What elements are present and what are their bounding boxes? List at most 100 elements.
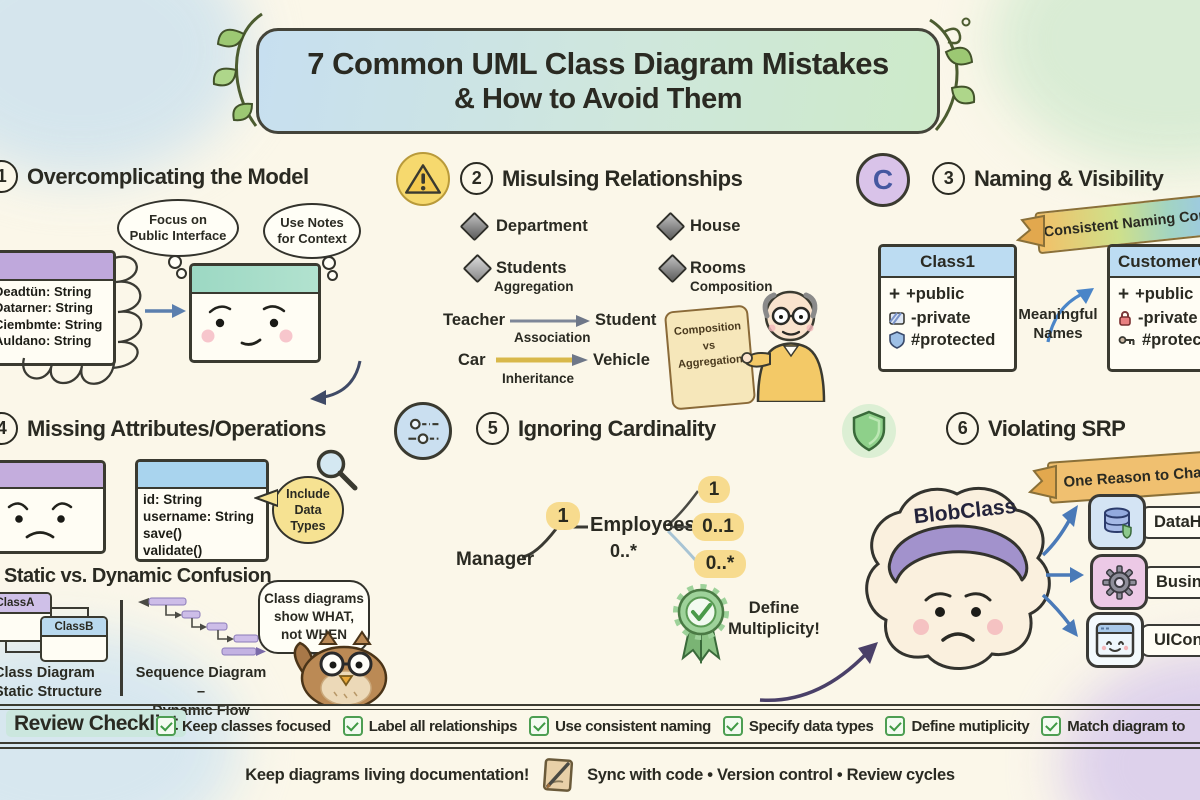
section6-heading: 6 Violating SRP <box>946 412 1126 445</box>
complete-class-attributes: id: String username: String save() valid… <box>143 492 255 558</box>
section3-number: 3 <box>932 162 965 195</box>
shield-icon <box>889 331 905 349</box>
blob-class-character <box>865 486 1051 670</box>
scribble-decoration <box>22 357 116 385</box>
association-arrow-icon <box>510 315 590 327</box>
association-from: Teacher <box>443 311 506 329</box>
clean-class-header <box>192 266 318 294</box>
thought-dot <box>322 256 336 270</box>
database-icon <box>1104 507 1132 539</box>
sequence-diagram-caption: Sequence Diagram – Dynamic Flow <box>135 665 267 719</box>
section2-heading: 2 Misulsing Relationships <box>460 162 743 195</box>
inheritance-from: Car <box>458 351 486 369</box>
mini-classB-box: ClassB <box>40 616 108 662</box>
checklist-item: Keep classes focused <box>156 716 331 736</box>
refactor-arrow-icon <box>145 304 186 318</box>
checkbox-icon <box>1041 716 1062 736</box>
plus-icon: + <box>1118 283 1130 305</box>
option-pill-1: 1 <box>698 476 730 503</box>
messy-class-box: Deadtün: String Datarner: String Ciembmt… <box>0 250 116 366</box>
manager-class: Manager <box>456 549 535 570</box>
association-label: Association <box>514 330 591 345</box>
sad-face-icon <box>7 502 73 539</box>
composition-diamond-icon <box>655 211 686 242</box>
shield-badge <box>842 404 896 458</box>
thought-dot <box>168 255 182 269</box>
inheritance-arrow-icon <box>496 354 588 366</box>
thought-bubble-use-notes: Use Notes for Context <box>263 203 361 259</box>
checklist-rule-top-inner <box>0 708 1200 711</box>
ui-window-icon <box>1095 622 1135 658</box>
target-label-datahandler: DataHan <box>1140 506 1200 539</box>
title-line-2: & How to Avoid Them <box>453 83 743 116</box>
split-arrows <box>1041 505 1084 637</box>
checklist-item: Specify data types <box>722 716 874 736</box>
employees-class: Employees <box>590 514 696 536</box>
checkbox-icon <box>156 716 176 736</box>
owl-character <box>293 630 388 706</box>
scribble-decoration <box>111 255 143 370</box>
gear-icon <box>1101 564 1137 600</box>
checkbox-icon <box>885 716 906 736</box>
checklist-rule-bottom-outer <box>0 746 1200 749</box>
footer-left-text: Keep diagrams living documentation! <box>245 765 530 784</box>
empty-class-header <box>0 463 103 489</box>
section4-title: Missing Attributes/Operations <box>27 415 326 441</box>
define-multiplicity-label: Define Multiplicity! <box>728 599 820 639</box>
below-multiplicity: 0..* <box>610 541 638 561</box>
checklist-rule-bottom-inner <box>0 742 1200 744</box>
happy-face-icon <box>201 305 293 346</box>
complete-class-box: id: String username: String save() valid… <box>135 459 269 562</box>
bad-naming-class-box: Class1 ++public -private #protected <box>878 244 1017 372</box>
key-icon <box>1118 336 1135 345</box>
class-diagram-caption: Class Diagram Static Structure <box>0 665 102 700</box>
bad-class-header: Class1 <box>881 247 1014 278</box>
checklist-item: Match diagram to <box>1041 716 1185 736</box>
footer: Keep diagrams living documentation! Sync… <box>0 756 1200 794</box>
composition-label: Composition <box>690 279 773 294</box>
checkbox-icon <box>529 716 550 736</box>
complete-class-header <box>138 462 266 489</box>
section4-number: 4 <box>0 412 18 445</box>
sequence-diagram-sketch <box>138 597 266 656</box>
class-letter-badge: C <box>856 153 910 207</box>
checklist-items: Keep classes focused Label all relations… <box>156 712 1185 736</box>
section5-title: Ignoring Cardinality <box>518 415 716 441</box>
inheritance-to: Vehicle <box>593 351 650 369</box>
section3-heading: 3 Naming & Visibility <box>932 162 1164 195</box>
messy-class-header <box>0 253 113 281</box>
meaningful-names-arrow <box>1046 288 1094 343</box>
checkbox-icon <box>342 716 363 736</box>
sliders-icon <box>408 418 439 445</box>
section4-heading: 4 Missing Attributes/Operations <box>0 412 326 445</box>
gear-icon-box <box>1090 554 1148 610</box>
checklist-item: Define mutiplicity <box>885 716 1030 736</box>
ribbon-fold-icon <box>1016 214 1045 248</box>
section7-divider <box>120 600 123 696</box>
teacher-character <box>741 290 826 402</box>
vine-right-icon <box>929 17 976 131</box>
option-pill-3: 0..* <box>694 550 746 578</box>
empty-class-box <box>0 460 106 554</box>
plus-icon: + <box>889 283 901 305</box>
section6-title: Violating SRP <box>988 415 1126 441</box>
c-letter-icon: C <box>872 164 894 195</box>
section5-heading: 5 Ignoring Cardinality <box>476 412 716 445</box>
good-class-header: CustomerOr <box>1110 247 1200 278</box>
section2-title: Misulsing Relationships <box>502 165 743 191</box>
section5-number: 5 <box>476 412 509 445</box>
magnifier-icon <box>316 449 358 491</box>
clean-class-box <box>189 263 321 363</box>
aggregation-diamond-icon <box>462 253 493 284</box>
striped-key-icon <box>889 311 905 325</box>
section1-title: Overcomplicating the Model <box>27 163 309 189</box>
checklist-item: Label all relationships <box>342 716 518 736</box>
mini-classA-header: ClassA <box>0 594 50 614</box>
green-shield-icon <box>852 410 886 452</box>
window-icon-box <box>1086 612 1144 668</box>
target-label-businesslogic: Business <box>1142 566 1200 599</box>
multiplicity-medal-icon <box>673 584 729 664</box>
thought-dot <box>176 268 187 279</box>
option-pill-2: 0..1 <box>692 513 744 541</box>
